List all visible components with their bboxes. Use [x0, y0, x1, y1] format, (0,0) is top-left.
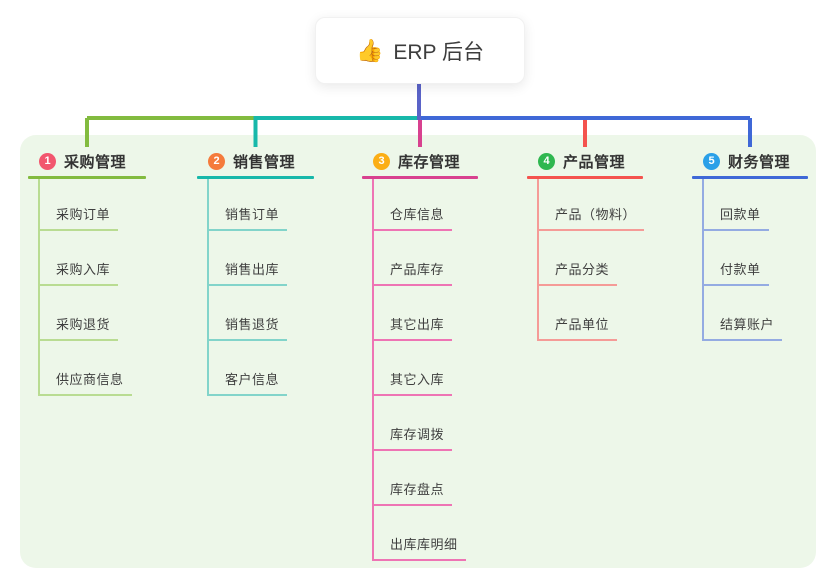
branch-children-line: [702, 179, 704, 341]
branch-underline: [362, 176, 478, 179]
child-node[interactable]: 产品分类: [537, 259, 618, 286]
child-node[interactable]: 库存调拨: [372, 424, 453, 451]
child-node[interactable]: 客户信息: [207, 369, 288, 396]
branch-children-line: [38, 179, 40, 396]
child-node[interactable]: 库存盘点: [372, 479, 453, 506]
child-node[interactable]: 其它入库: [372, 369, 453, 396]
child-node[interactable]: 产品库存: [372, 259, 453, 286]
branch-header-5[interactable]: 5 财务管理: [692, 146, 808, 176]
branch-underline: [197, 176, 314, 179]
numbered-badge-4: 4: [538, 152, 555, 170]
thumbs-up-icon: 👍: [355, 37, 384, 63]
numbered-badge-5: 5: [703, 152, 720, 170]
branch-label: 产品管理: [563, 153, 626, 171]
child-node[interactable]: 付款单: [702, 259, 769, 286]
branch-underline: [692, 176, 808, 179]
branch-label: 财务管理: [728, 153, 791, 171]
branch-header-2[interactable]: 2 销售管理: [197, 146, 314, 176]
child-node[interactable]: 其它出库: [372, 314, 453, 341]
branch-label: 库存管理: [398, 153, 461, 171]
branch-label: 采购管理: [64, 153, 127, 171]
branch-underline: [28, 176, 146, 179]
child-node[interactable]: 采购订单: [38, 204, 119, 231]
numbered-badge-2: 2: [208, 152, 225, 170]
branch-header-1[interactable]: 1 采购管理: [28, 146, 146, 176]
branch-children-line: [207, 179, 209, 396]
child-node[interactable]: 销售出库: [207, 259, 288, 286]
child-node[interactable]: 销售退货: [207, 314, 288, 341]
child-node[interactable]: 产品单位: [537, 314, 618, 341]
child-node[interactable]: 销售订单: [207, 204, 288, 231]
root-node[interactable]: 👍 ERP 后台: [315, 17, 525, 84]
branch-header-3[interactable]: 3 库存管理: [362, 146, 478, 176]
numbered-badge-3: 3: [373, 152, 390, 170]
child-node[interactable]: 结算账户: [702, 314, 783, 341]
branch-children-line: [537, 179, 539, 341]
branch-label: 销售管理: [233, 153, 296, 171]
child-node[interactable]: 采购入库: [38, 259, 119, 286]
child-node[interactable]: 产品（物料）: [537, 204, 645, 231]
child-node[interactable]: 仓库信息: [372, 204, 453, 231]
child-node[interactable]: 回款单: [702, 204, 769, 231]
branch-children-line: [372, 179, 374, 561]
numbered-badge-1: 1: [39, 152, 56, 170]
branches-panel-background: [20, 135, 816, 568]
child-node[interactable]: 出库库明细: [372, 534, 466, 561]
child-node[interactable]: 供应商信息: [38, 369, 132, 396]
branch-header-4[interactable]: 4 产品管理: [527, 146, 643, 176]
branch-underline: [527, 176, 643, 179]
child-node[interactable]: 采购退货: [38, 314, 119, 341]
root-node-label: ERP 后台: [393, 40, 485, 64]
